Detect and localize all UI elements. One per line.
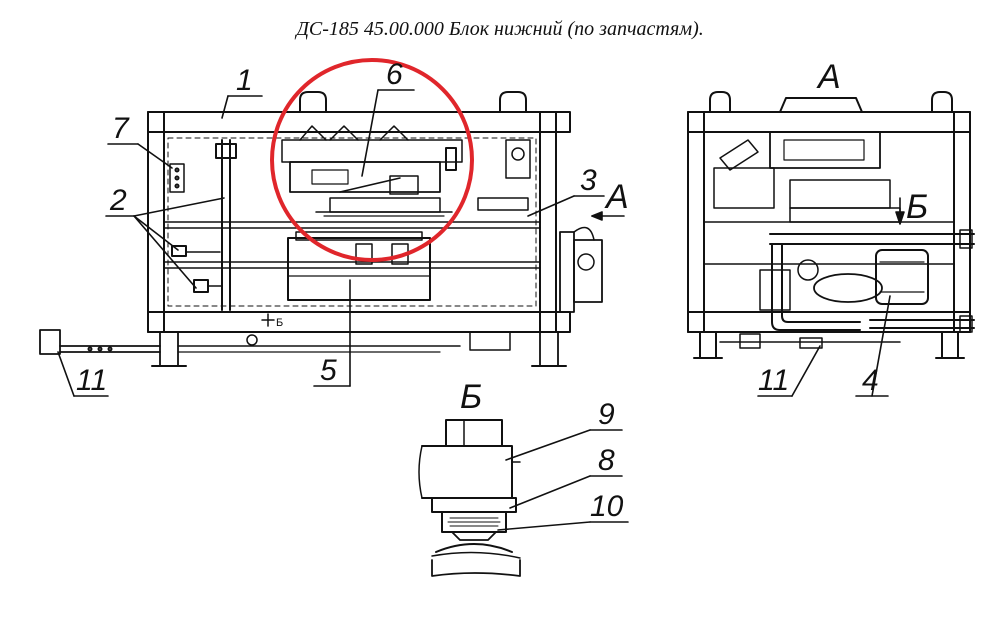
view-arrow-label-a: А — [604, 178, 629, 216]
callout-8: 8 — [598, 444, 615, 477]
highlight-circle — [270, 58, 474, 262]
view-arrow-label-b: Б — [906, 188, 928, 226]
front-view — [39, 91, 603, 367]
frame-top-beam — [147, 111, 571, 133]
detail-view — [418, 419, 521, 577]
callout-11-front: 11 — [76, 364, 107, 397]
lifting-lug — [299, 91, 327, 113]
frame-left-post — [147, 111, 165, 333]
frame-right-post — [539, 111, 557, 333]
view-title-a: А — [816, 58, 841, 96]
view-title-b: Б — [460, 378, 482, 416]
side-frame-top — [687, 111, 971, 133]
callout-5: 5 — [320, 354, 337, 387]
callout-4: 4 — [862, 364, 879, 397]
lifting-lug — [499, 91, 527, 113]
section-mark: Б — [276, 317, 283, 329]
callout-10: 10 — [590, 490, 624, 523]
callout-3: 3 — [580, 164, 597, 197]
frame-bottom-beam — [147, 311, 571, 333]
callout-6: 6 — [386, 58, 403, 91]
side-view — [687, 91, 975, 359]
callout-7: 7 — [112, 112, 130, 145]
callout-1: 1 — [236, 64, 253, 97]
callout-9: 9 — [598, 398, 615, 431]
callout-11-side: 11 — [758, 364, 789, 397]
callout-2: 2 — [109, 184, 127, 217]
drawing-title: ДС-185 45.00.000 Блок нижний (по запчаст… — [296, 18, 704, 40]
